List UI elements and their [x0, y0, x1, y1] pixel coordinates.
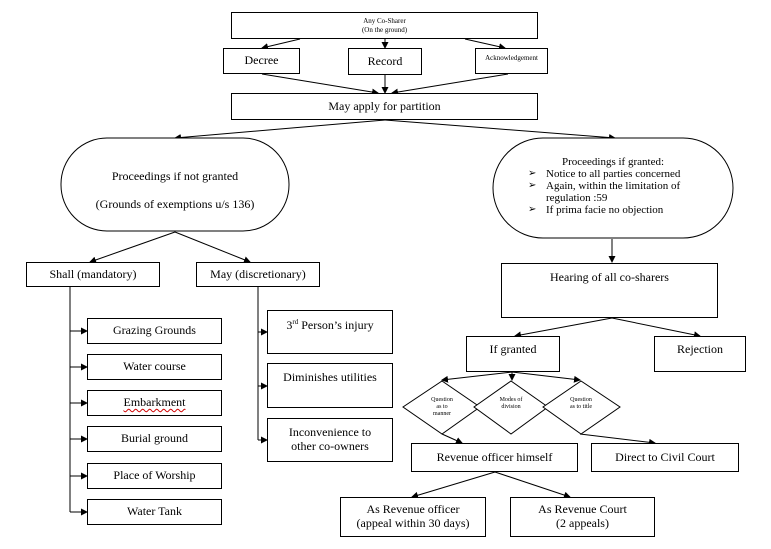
may-item-label: 3rd Person’s injury — [286, 318, 374, 332]
may-item-third-person: 3rd Person’s injury — [267, 310, 393, 354]
decree-label: Decree — [244, 53, 279, 68]
granted-bullet-list: Notice to all parties concerned Again, w… — [528, 168, 698, 216]
acknowledgement-box: Acknowledgement — [475, 48, 548, 74]
hearing-label: Hearing of all co-sharers — [550, 270, 669, 284]
shall-item-label: Water Tank — [127, 504, 182, 519]
record-box: Record — [348, 48, 422, 75]
diamond-title-text: Question as to title — [570, 397, 592, 411]
arrow-d3-civil — [579, 433, 656, 446]
granted-bullet-2: Again, within the limitation of regulati… — [528, 180, 698, 204]
arrow-hearing-rejection — [611, 317, 701, 339]
may-item-diminishes: Diminishes utilities — [267, 363, 393, 408]
shall-item-label: Place of Worship — [113, 468, 196, 483]
acknowledgement-label: Acknowledgement — [485, 54, 538, 62]
rejection-box: Rejection — [654, 336, 746, 372]
granted-bullet-1: Notice to all parties concerned — [528, 168, 698, 180]
arrow-revenue-ascourt — [494, 471, 571, 499]
hearing-box: Hearing of all co-sharers — [501, 263, 718, 318]
shall-box: Shall (mandatory) — [26, 262, 160, 287]
arrow-cosharer-decree — [261, 38, 301, 51]
if-granted-label: If granted — [489, 342, 537, 356]
granted-bullet-3: If prima facie no objection — [528, 204, 698, 216]
civil-court-label: Direct to Civil Court — [615, 449, 715, 464]
co-sharer-box: Any Co-Sharer (On the ground) — [231, 12, 538, 39]
co-sharer-subtitle: (On the ground) — [361, 25, 408, 34]
as-revenue-court-note: (2 appeals) — [556, 516, 609, 530]
arrow-hearing-ifgranted — [514, 317, 613, 339]
may-item-inconvenience: Inconvenience to other co-owners — [267, 418, 393, 462]
co-sharer-title: Any Co-Sharer — [363, 17, 406, 26]
arrow-revenue-asofficer — [411, 471, 496, 499]
shall-item-label: Embarkment — [123, 395, 186, 410]
not-granted-subtitle: (Grounds of exemptions u/s 136) — [95, 197, 255, 211]
shall-item-label: Water course — [123, 359, 186, 374]
as-revenue-court-title: As Revenue Court — [538, 502, 627, 517]
diamond-modes — [473, 380, 549, 435]
shall-item-label: Grazing Grounds — [113, 323, 196, 338]
diamond-manner-text: Question as to manner — [431, 397, 453, 417]
as-revenue-officer-title: As Revenue officer — [366, 502, 460, 517]
may-label: May (discretionary) — [210, 266, 306, 281]
may-box: May (discretionary) — [196, 262, 320, 287]
arrow-ifgranted-d1 — [441, 371, 513, 383]
may-item-label-line2: other co-owners — [291, 439, 369, 453]
shall-item-water-tank: Water Tank — [87, 499, 222, 525]
may-item-label-line1: Inconvenience to — [288, 425, 372, 440]
apply-label: May apply for partition — [328, 98, 441, 113]
not-granted-title: Proceedings if not granted — [111, 169, 239, 183]
arrow-ack-apply — [391, 73, 509, 96]
shall-item-label: Burial ground — [121, 431, 188, 446]
granted-title: Proceedings if granted: — [561, 156, 665, 168]
shall-item-grazing: Grazing Grounds — [87, 318, 222, 344]
arrow-decree-apply — [261, 73, 379, 96]
arrow-apply-granted — [384, 119, 616, 142]
diamond-title — [542, 380, 621, 435]
as-revenue-officer-box: As Revenue officer (appeal within 30 day… — [340, 497, 486, 537]
if-granted-box: If granted — [466, 336, 560, 372]
record-label: Record — [367, 53, 403, 68]
shall-item-burial: Burial ground — [87, 426, 222, 452]
apply-box: May apply for partition — [231, 93, 538, 120]
may-item-label: Diminishes utilities — [283, 370, 377, 384]
decree-box: Decree — [223, 48, 300, 74]
shall-label: Shall (mandatory) — [49, 266, 137, 281]
arrow-notgranted-shall — [89, 231, 176, 264]
shall-item-embarkment: Embarkment — [87, 390, 222, 416]
arrow-notgranted-may — [174, 231, 251, 264]
not-granted-shape — [60, 137, 290, 232]
revenue-officer-box: Revenue officer himself — [411, 443, 578, 472]
rejection-label: Rejection — [677, 342, 723, 356]
as-revenue-court-box: As Revenue Court (2 appeals) — [510, 497, 655, 537]
shall-item-worship: Place of Worship — [87, 463, 222, 489]
as-revenue-officer-note: (appeal within 30 days) — [356, 516, 470, 530]
shall-item-water-course: Water course — [87, 354, 222, 380]
arrow-cosharer-ack — [464, 38, 506, 51]
arrow-ifgranted-d3 — [511, 371, 581, 383]
revenue-officer-label: Revenue officer himself — [436, 449, 553, 464]
diamond-modes-text: Modes of division — [499, 397, 523, 411]
arrow-apply-notgranted — [174, 119, 386, 141]
diamond-manner — [402, 380, 481, 435]
arrow-d1-revenue — [441, 433, 463, 444]
civil-court-box: Direct to Civil Court — [591, 443, 739, 472]
